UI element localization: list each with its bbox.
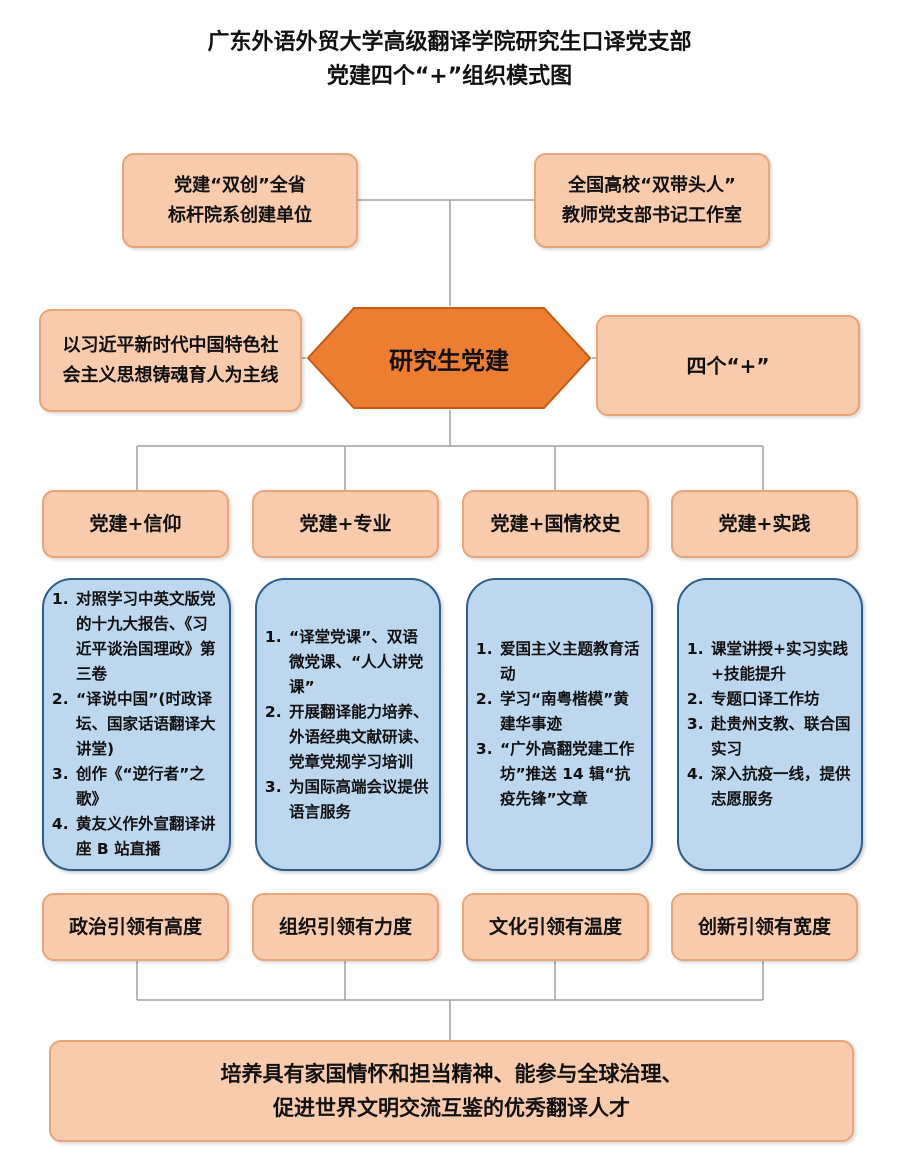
list-item: 开展翻译能力培养、外语经典文献研读、党章党规学习培训 xyxy=(287,700,431,775)
text: 以习近平新时代中国特色社会主义思想铸魂育人为主线 xyxy=(62,334,279,386)
list-item: 黄友义作外宣翻译讲座 B 站直播 xyxy=(74,812,221,862)
center-label: 研究生党建 xyxy=(389,346,509,375)
pillar-footer: 组织引领有力度 xyxy=(252,893,439,961)
text: 标杆院系创建单位 xyxy=(168,204,312,226)
text: 四个“+” xyxy=(686,353,770,378)
pillar-items: 课堂讲授+实习实践+技能提升专题口译工作坊赴贵州支教、联合国实习深入抗疫一线，提… xyxy=(677,578,863,871)
goal-box: 培养具有家国情怀和担当精神、能参与全球治理、促进世界文明交流互鉴的优秀翻译人才 xyxy=(49,1040,854,1142)
list-item: 创作《“逆行者”之歌》 xyxy=(74,762,221,812)
top-box-studio: 全国高校“双带头人” 教师党支部书记工作室 xyxy=(534,153,770,248)
list-item: 深入抗疫一线，提供志愿服务 xyxy=(709,762,853,812)
list-item: 爱国主义主题教育活动 xyxy=(498,637,643,687)
four-plus-box: 四个“+” xyxy=(596,315,860,416)
list-item: “译说中国”(时政译坛、国家话语翻译大讲堂) xyxy=(74,687,221,762)
list-item: 学习“南粤楷模”黄建华事迹 xyxy=(498,687,643,737)
list-item: 课堂讲授+实习实践+技能提升 xyxy=(709,637,853,687)
pillar-header: 党建+信仰 xyxy=(42,490,229,558)
pillar-items: “译堂党课”、双语微党课、“人人讲党课”开展翻译能力培养、外语经典文献研读、党章… xyxy=(255,578,441,871)
text: 全国高校“双带头人” xyxy=(568,174,736,196)
pillar-footer: 政治引领有高度 xyxy=(42,893,229,961)
pillar-header: 党建+实践 xyxy=(671,490,858,558)
list-item: 为国际高端会议提供语言服务 xyxy=(287,775,431,825)
list-item: 对照学习中英文版党的十九大报告、《习近平谈治国理政》第三卷 xyxy=(74,587,221,687)
list-item: 赴贵州支教、联合国实习 xyxy=(709,712,853,762)
list-item: “广外高翻党建工作坊”推送 14 辑“抗疫先锋”文章 xyxy=(498,737,643,812)
pillar-items: 对照学习中英文版党的十九大报告、《习近平谈治国理政》第三卷“译说中国”(时政译坛… xyxy=(42,578,231,871)
pillar-header: 党建+国情校史 xyxy=(462,490,649,558)
pillar-items: 爱国主义主题教育活动学习“南粤楷模”黄建华事迹“广外高翻党建工作坊”推送 14 … xyxy=(466,578,653,871)
list-item: “译堂党课”、双语微党课、“人人讲党课” xyxy=(287,625,431,700)
text: 教师党支部书记工作室 xyxy=(562,204,742,226)
title-line2: 党建四个“+”组织模式图 xyxy=(326,64,573,89)
text: 培养具有家国情怀和担当精神、能参与全球治理、 xyxy=(220,1062,683,1086)
text: 促进世界文明交流互鉴的优秀翻译人才 xyxy=(273,1096,630,1120)
pillar-header: 党建+专业 xyxy=(252,490,439,558)
mainline-box: 以习近平新时代中国特色社会主义思想铸魂育人为主线 xyxy=(39,309,302,412)
top-box-award: 党建“双创”全省标杆院系创建单位 xyxy=(122,153,358,248)
pillar-footer: 文化引领有温度 xyxy=(462,893,649,961)
list-item: 专题口译工作坊 xyxy=(709,687,853,712)
title-line1: 广东外语外贸大学高级翻译学院研究生口译党支部 xyxy=(207,30,692,55)
text: 党建“双创”全省 xyxy=(174,174,306,196)
pillar-footer: 创新引领有宽度 xyxy=(671,893,858,961)
center-hexagon xyxy=(306,307,592,409)
